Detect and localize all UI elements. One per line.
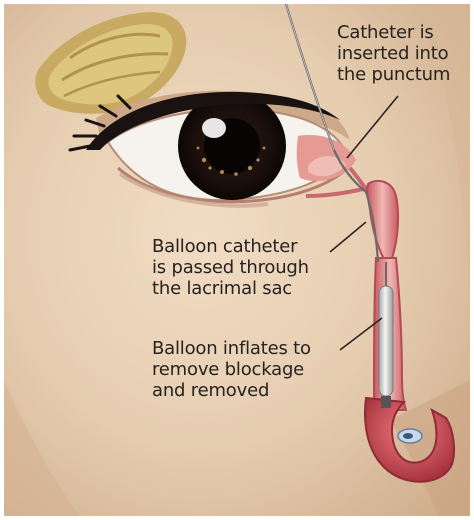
caption-balloon-catheter-passed: Balloon catheter is passed through the l… <box>152 236 309 299</box>
caption-catheter-inserted: Catheter is inserted into the punctum <box>337 22 450 85</box>
caption-balloon-inflates: Balloon inflates to remove blockage and … <box>152 338 311 401</box>
balloon <box>379 286 393 396</box>
